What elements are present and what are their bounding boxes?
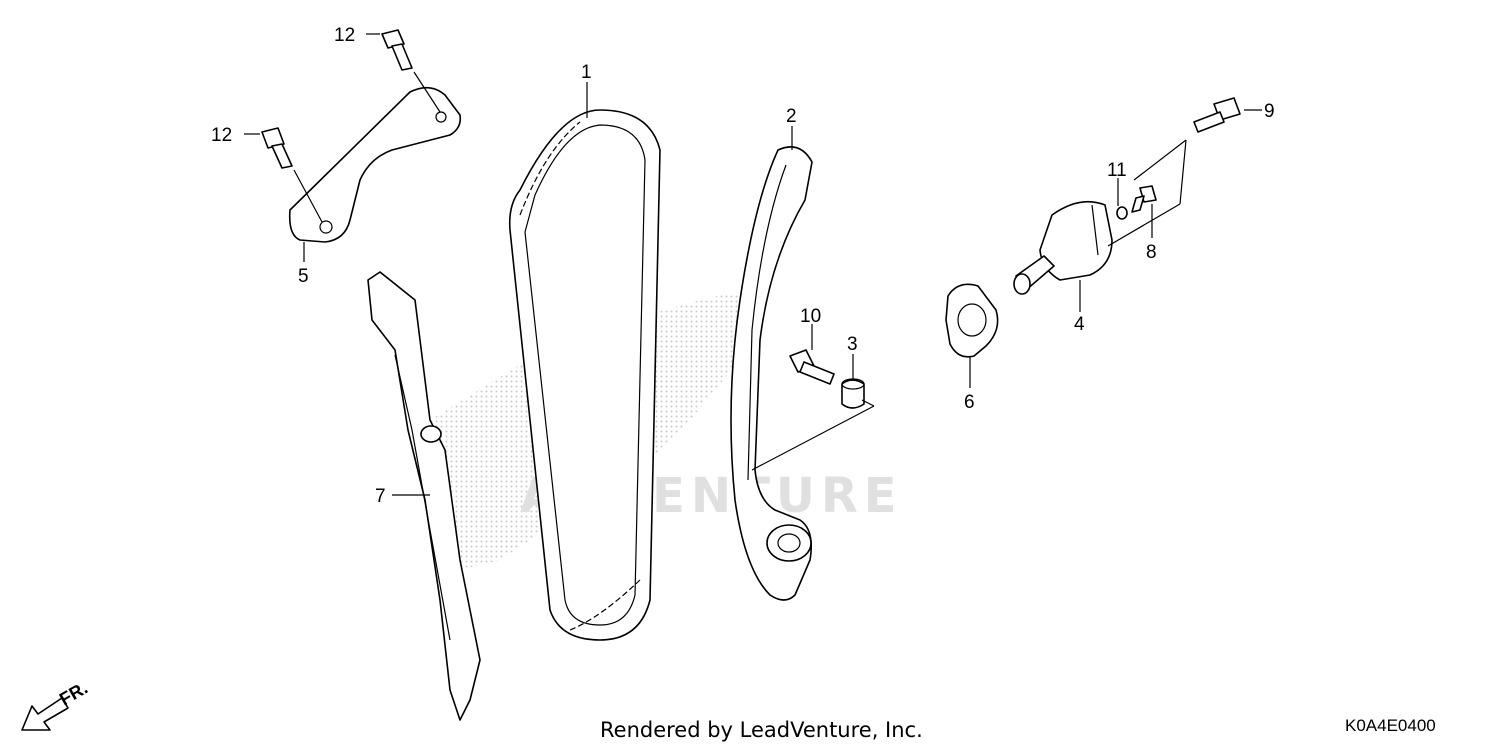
callout-11: 11 <box>1107 160 1127 181</box>
bolt-part-9[interactable] <box>1193 97 1241 133</box>
callout-10: 10 <box>800 306 821 327</box>
callout-4: 4 <box>1074 314 1085 335</box>
bolt-part-8[interactable] <box>1131 185 1157 213</box>
callout-12-top: 12 <box>334 25 355 46</box>
front-arrow-icon <box>21 697 69 731</box>
rendered-by-credit: Rendered by LeadVenture, Inc. <box>600 718 923 742</box>
callout-6: 6 <box>964 392 975 413</box>
front-direction-indicator: FR. <box>21 678 91 731</box>
cam-chain-part-1[interactable] <box>508 109 661 641</box>
callout-7: 7 <box>375 486 386 507</box>
diagram-code: K0A4E0400 <box>1345 716 1436 735</box>
washer-part-11[interactable] <box>1116 206 1128 220</box>
callout-9: 9 <box>1264 101 1275 122</box>
callout-5: 5 <box>298 266 309 287</box>
tensioner-slider-part-2[interactable] <box>730 146 813 601</box>
callout-1: 1 <box>581 62 592 83</box>
collar-part-3[interactable] <box>841 378 865 409</box>
bolt-part-10[interactable] <box>789 349 835 385</box>
tensioner-lifter-part-4[interactable] <box>1013 200 1113 295</box>
watermark: ADVENTURE <box>430 285 897 570</box>
callout-2: 2 <box>786 106 797 127</box>
callout-8: 8 <box>1146 242 1157 263</box>
callout-3: 3 <box>847 334 858 355</box>
bracket-plate-part-5[interactable] <box>288 86 462 243</box>
callout-12-left: 12 <box>211 125 232 146</box>
gasket-part-6[interactable] <box>945 283 999 358</box>
bolt-part-12-left[interactable] <box>261 127 293 169</box>
bolt-part-12-top[interactable] <box>381 29 413 71</box>
cam-chain-guide-part-7[interactable] <box>367 271 481 721</box>
callout-labels: 1 2 3 4 5 6 7 8 9 10 11 12 12 <box>211 25 1275 507</box>
leader-lines <box>244 33 1262 496</box>
